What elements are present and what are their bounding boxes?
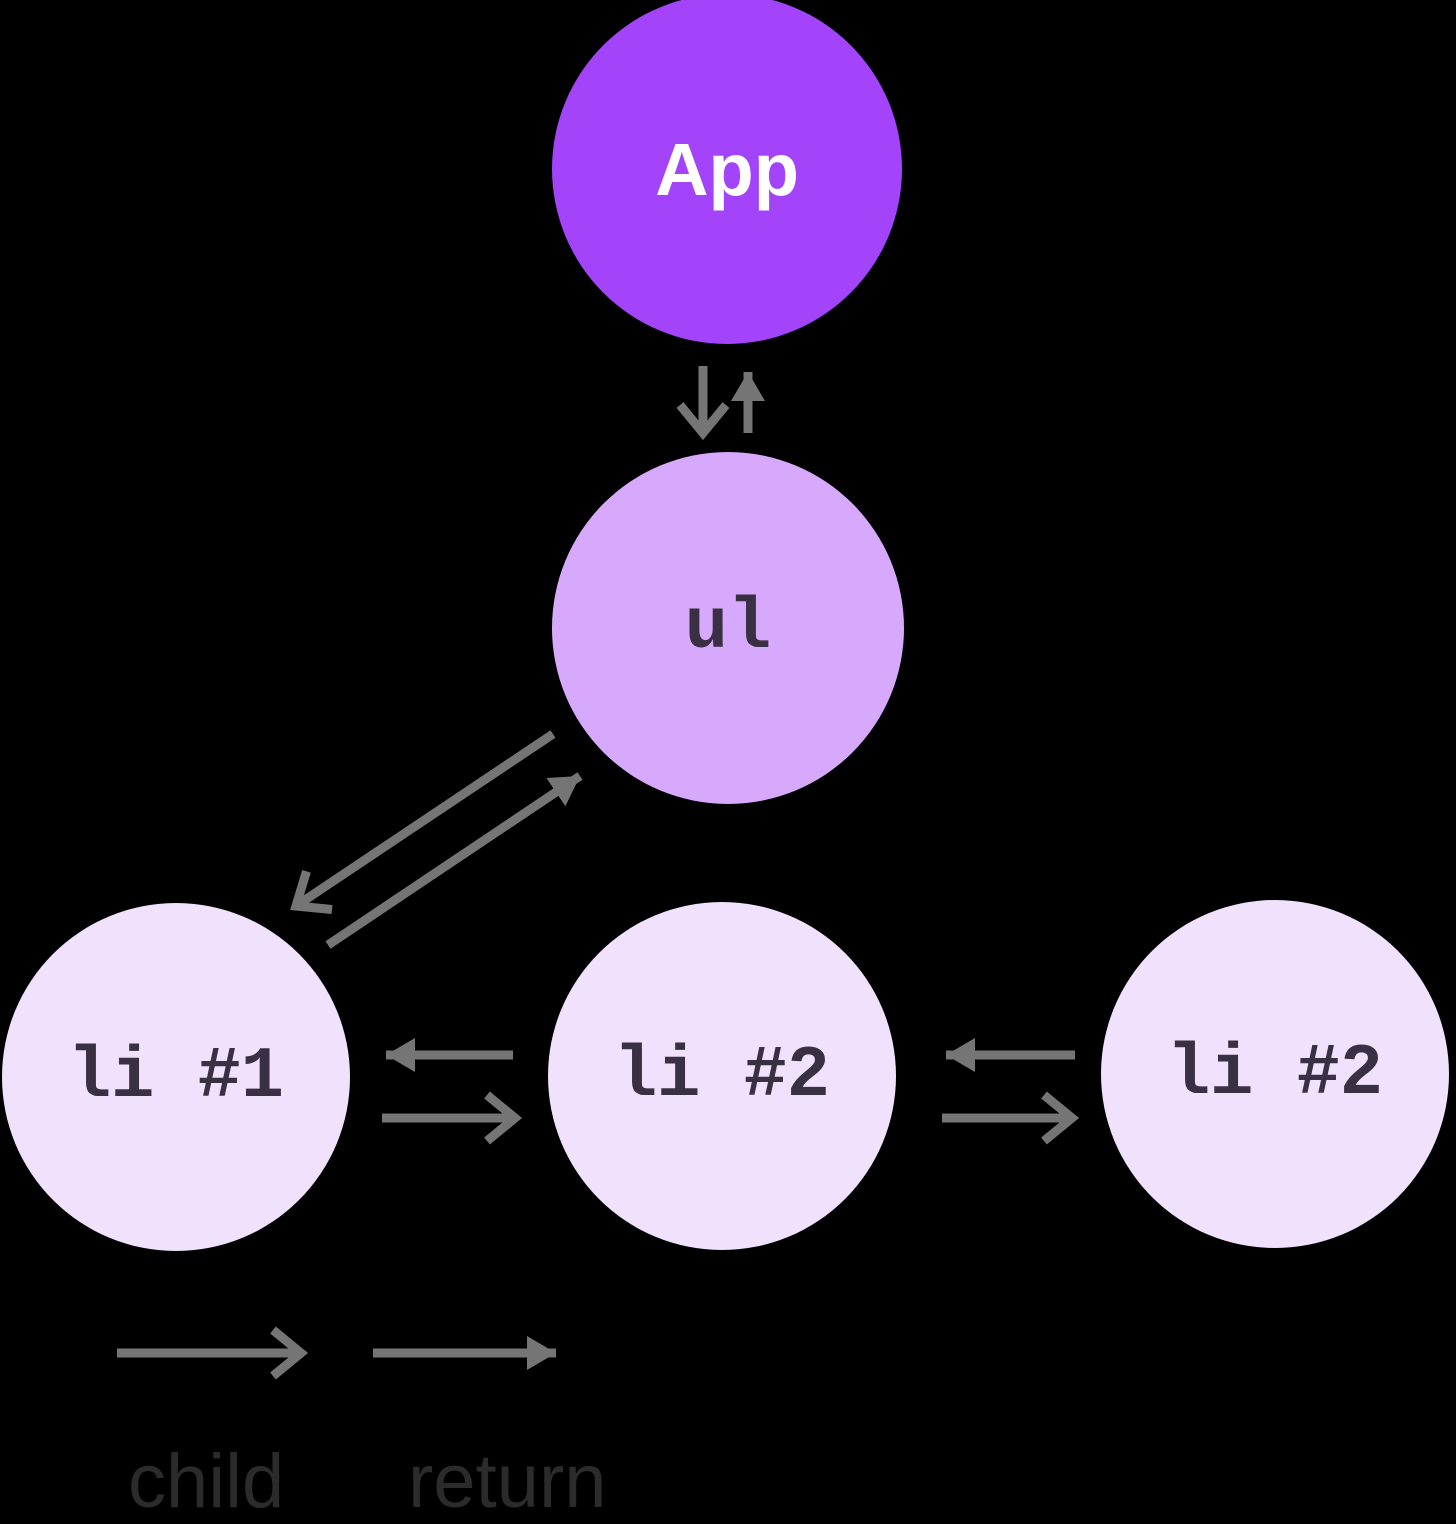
node-li-3-label: li #2 [1166,1033,1384,1115]
node-app-label: App [655,127,799,211]
node-app: App [552,0,902,344]
node-li-1-label: li #1 [67,1036,285,1118]
node-li-2: li #2 [548,902,896,1250]
node-ul-label: ul [684,587,772,669]
return-arrow-li1-to-ul [325,772,583,949]
legend-child-label: child [128,1439,285,1524]
node-li-2-label: li #2 [613,1035,831,1117]
legend-return-label: return [408,1439,607,1524]
node-li-1: li #1 [2,903,350,1251]
child-arrow-ul-to-li1 [290,730,556,915]
node-li-3: li #2 [1101,900,1449,1248]
node-ul: ul [552,452,904,804]
